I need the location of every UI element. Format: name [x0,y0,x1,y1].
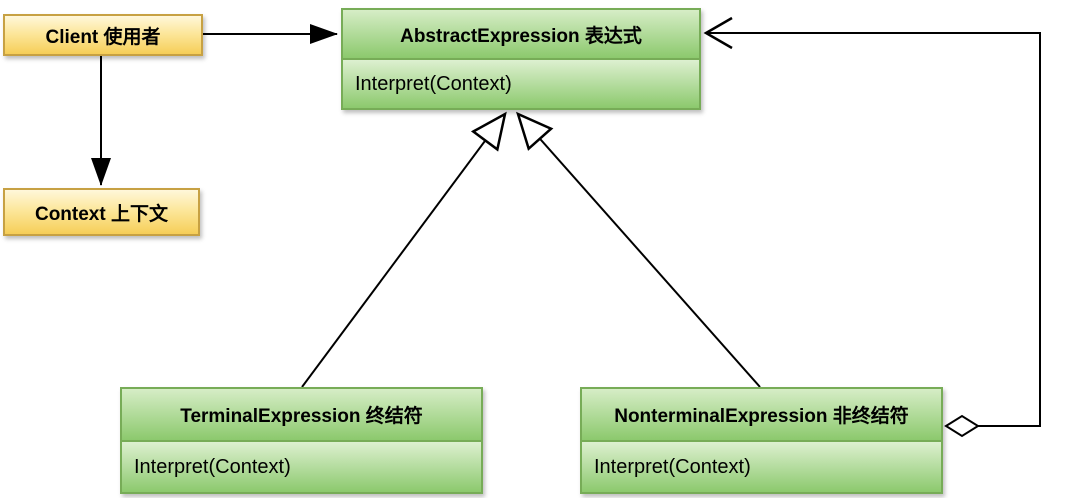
abstract-expression-method: Interpret(Context) [343,60,699,108]
node-context: Context 上下文 [3,188,200,236]
node-terminal-expression: TerminalExpression 终结符 Interpret(Context… [120,387,483,494]
edge-nonterminalexpression-aggregation [703,16,1041,427]
terminal-expression-title: TerminalExpression 终结符 [122,389,481,442]
abstract-expression-title: AbstractExpression 表达式 [343,10,699,60]
nonterminal-expression-method: Interpret(Context) [582,442,941,492]
nonterminal-expression-title: NonterminalExpression 非终结符 [582,389,941,442]
edge-nonterminalexpression-generalization [518,114,761,388]
node-client: Client 使用者 [3,14,203,56]
context-label: Context 上下文 [34,203,168,225]
node-abstract-expression: AbstractExpression 表达式 Interpret(Context… [341,8,701,110]
node-nonterminal-expression: NonterminalExpression 非终结符 Interpret(Con… [580,387,943,494]
client-label: Client 使用者 [45,26,161,48]
terminal-expression-method: Interpret(Context) [122,442,481,492]
edge-terminalexpression-generalization [301,114,505,388]
aggregation-diamond [944,414,980,438]
